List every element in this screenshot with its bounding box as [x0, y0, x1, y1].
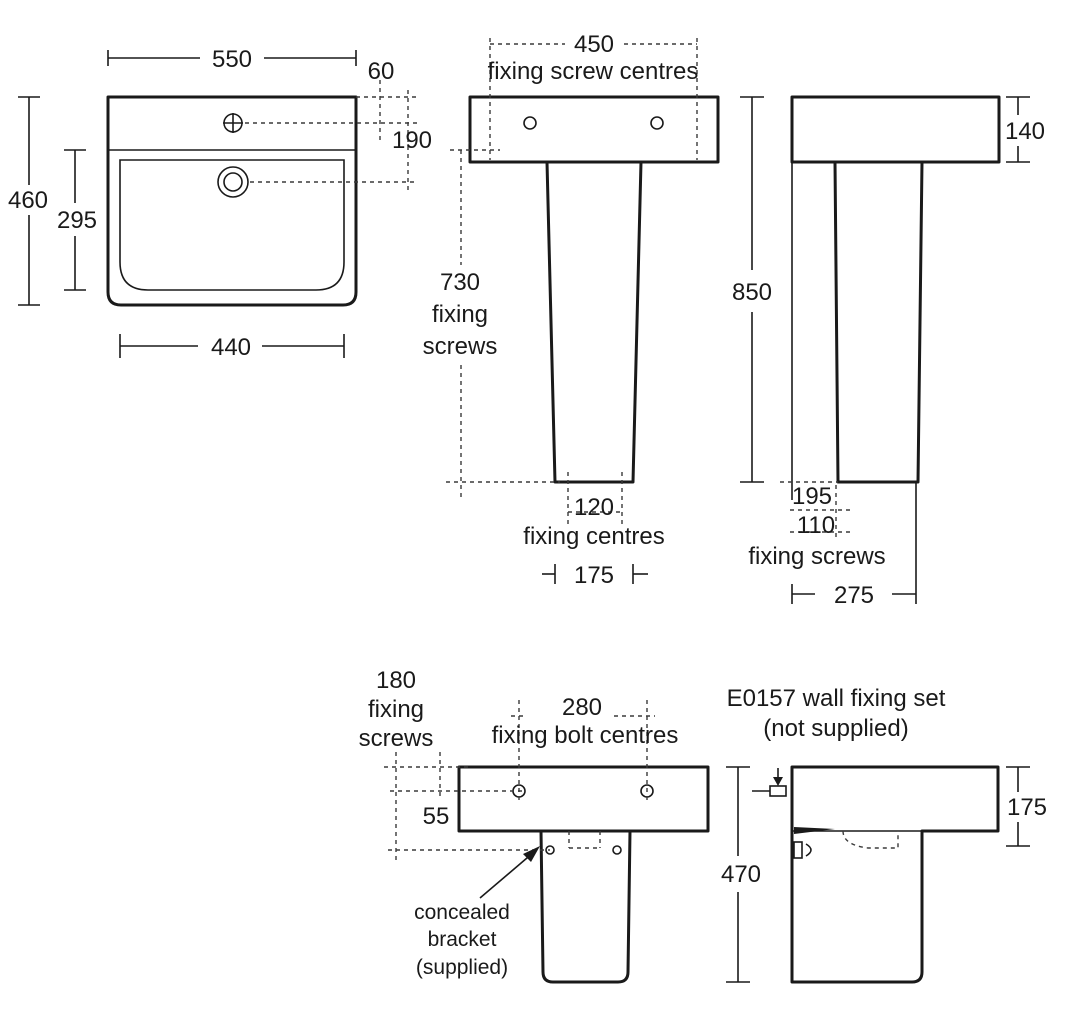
dimension-labels: 550 60 190 460 295 440 450 fixing screw … [8, 31, 1047, 979]
label-fixing-screw-centres: fixing screw centres [488, 58, 699, 85]
dim-190: 190 [392, 127, 432, 154]
label-concealed: concealed [414, 901, 510, 924]
semi-pedestal-side-view [726, 765, 1030, 984]
label-wall-fixing-set: E0157 wall fixing set [727, 685, 946, 712]
dim-60: 60 [368, 58, 395, 85]
pedestal-front-view [446, 38, 720, 584]
dim-180: 180 [376, 667, 416, 694]
label-supplied: (supplied) [416, 956, 508, 979]
dim-120: 120 [574, 494, 614, 521]
label-fixing-bolt-centres: fixing bolt centres [492, 722, 679, 749]
dim-730: 730 [440, 269, 480, 296]
label-screws: screws [423, 333, 498, 360]
dim-275: 275 [834, 582, 874, 609]
label-not-supplied: (not supplied) [763, 715, 908, 742]
label-fixing: fixing [432, 301, 488, 328]
dim-110: 110 [797, 512, 835, 539]
basin-plan-view [18, 50, 418, 358]
dim-450: 450 [574, 31, 614, 58]
label-fixing-centres: fixing centres [523, 523, 664, 550]
bracket-pointer-arrow [479, 846, 540, 899]
dim-460: 460 [8, 187, 48, 214]
dim-440: 440 [211, 334, 251, 361]
waste-outlet-icon [217, 166, 249, 198]
bracket-detail-icon [793, 841, 812, 859]
label-fixing-screws: fixing screws [748, 543, 885, 570]
dim-195: 195 [792, 483, 832, 510]
pedestal-side-view [740, 95, 1030, 604]
semi-pedestal-front-view [384, 700, 710, 984]
tap-hole-icon [223, 113, 243, 133]
label-semi-fixing: fixing [368, 696, 424, 723]
wall-fixing-icon [752, 768, 787, 797]
label-bracket: bracket [428, 928, 497, 951]
dim-140: 140 [1005, 118, 1045, 145]
dim-295: 295 [57, 207, 97, 234]
dim-850: 850 [732, 279, 772, 306]
dim-550: 550 [212, 46, 252, 73]
dim-175-pedestal: 175 [574, 562, 614, 589]
dim-55: 55 [423, 803, 450, 830]
dim-175-semi: 175 [1007, 794, 1047, 821]
dim-280: 280 [562, 694, 602, 721]
dim-470: 470 [721, 861, 761, 888]
label-semi-screws: screws [359, 725, 434, 752]
